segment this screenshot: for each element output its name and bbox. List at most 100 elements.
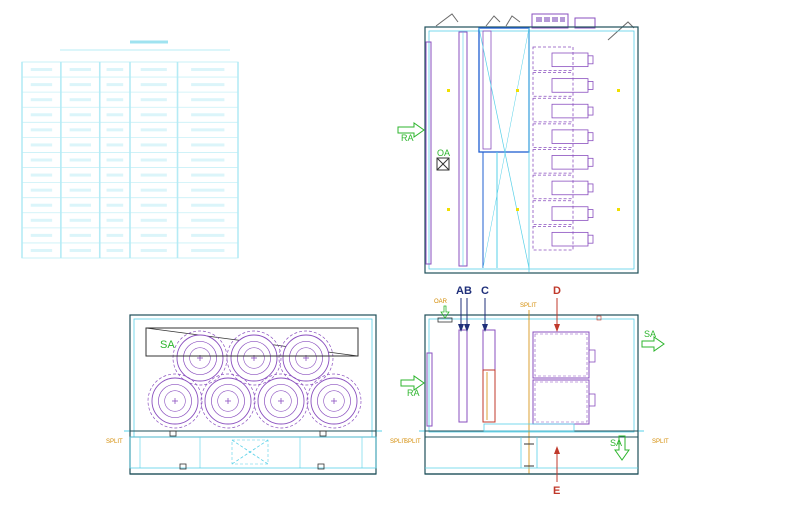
fan-inlet-ring xyxy=(237,341,271,375)
plan-view: OA RA xyxy=(397,13,639,274)
base-brace-box xyxy=(231,439,269,465)
table-cell-text xyxy=(140,143,167,147)
fan-inlet-ring xyxy=(211,384,245,418)
table-cell-text xyxy=(106,248,124,252)
section-view: OAR SPLIT SPLIT SPLIT RA SA xyxy=(400,285,669,497)
fan-motor xyxy=(587,183,594,193)
fan-module-lower-inner xyxy=(534,381,588,423)
fan-inlet-ring xyxy=(264,384,298,418)
sa-down-arrow-icon xyxy=(614,435,630,461)
table-grid xyxy=(21,61,239,259)
fan-module-inlet xyxy=(551,206,589,221)
anchor-plate xyxy=(179,463,187,470)
sa-duct-overlay xyxy=(145,327,359,357)
fan-hub-ring xyxy=(323,390,345,412)
access-marker xyxy=(596,315,602,321)
table-cell-text xyxy=(191,203,225,207)
table-cell-text xyxy=(69,98,92,102)
table-cell-text xyxy=(140,83,167,87)
fan-hub-ring xyxy=(217,390,239,412)
fan-module xyxy=(532,72,574,97)
table-cell-text xyxy=(191,233,225,237)
fan-module-inlet xyxy=(551,155,589,170)
table-cell-text xyxy=(191,173,225,177)
fan-inlet-ring xyxy=(158,384,192,418)
fan-motor xyxy=(587,157,594,167)
fan-module xyxy=(532,174,574,200)
table-cell-text xyxy=(69,68,92,72)
fan-module xyxy=(532,225,574,251)
split-label-elevation-left: SPLIT xyxy=(106,439,123,445)
table-cell-text xyxy=(191,98,225,102)
fan-hub-ring xyxy=(270,390,292,412)
sa-label-elevation: SA xyxy=(160,339,175,351)
fan-module-inlet xyxy=(551,103,589,119)
fan-hub-ring xyxy=(243,347,265,369)
table-cell-text xyxy=(191,143,225,147)
table-cell-text xyxy=(106,113,124,117)
sensor-dot xyxy=(516,89,519,92)
table-cell-text xyxy=(106,68,124,72)
base-section xyxy=(129,436,377,469)
section-casing-inner xyxy=(428,318,635,433)
table-cell-text xyxy=(106,83,124,87)
sensor-dot xyxy=(447,208,450,211)
table-cell-text xyxy=(106,203,124,207)
oa-damper-x xyxy=(436,157,450,171)
lifting-lug xyxy=(607,21,635,41)
fan-motor xyxy=(587,209,594,218)
sensor-dot xyxy=(617,89,620,92)
sensor-dot xyxy=(617,208,620,211)
lifting-lug xyxy=(435,13,459,27)
callout-d-arrow-icon xyxy=(554,324,560,332)
lifting-lug xyxy=(505,15,521,27)
fan-module-stack xyxy=(532,46,594,251)
anchor-plate xyxy=(317,463,325,470)
table-cell-text xyxy=(106,143,124,147)
table-cell-text xyxy=(69,173,92,177)
motor-upper xyxy=(588,349,596,363)
table-cell-text xyxy=(140,203,167,207)
fan-module xyxy=(532,149,574,174)
table-cell-text xyxy=(69,128,92,132)
fan-hub-ring xyxy=(164,390,186,412)
fan-motor xyxy=(587,132,594,142)
fan-motor xyxy=(587,106,594,116)
floor-plate xyxy=(483,423,575,432)
fan-inlet-ring xyxy=(317,384,351,418)
sensor-dot xyxy=(447,89,450,92)
oa-damper xyxy=(436,157,450,171)
callout-e: E xyxy=(553,485,560,497)
fan-module-inlet xyxy=(551,78,589,93)
return-damper-section xyxy=(426,352,433,427)
fan-module xyxy=(532,200,574,225)
fan-housing xyxy=(172,330,228,386)
fan-housing xyxy=(200,373,256,429)
table-cell-text xyxy=(106,188,124,192)
table-cell-text xyxy=(140,128,167,132)
fan-module-inlet xyxy=(551,52,589,68)
table-cell-text xyxy=(30,68,53,72)
split-label-elevation-right: SPLIT xyxy=(390,439,407,445)
anchor-plate xyxy=(169,430,177,437)
control-panel-module xyxy=(536,17,542,22)
fan-motor xyxy=(587,234,594,244)
sa-label-section-bottom: SA xyxy=(610,438,622,448)
table-cell-text xyxy=(140,158,167,162)
fan-module-upper xyxy=(532,331,590,379)
ra-arrow-icon xyxy=(397,122,425,138)
split-label-section-left: SPLIT xyxy=(404,439,421,445)
fan-hub-ring xyxy=(295,347,317,369)
table-cell-text xyxy=(191,188,225,192)
table-cell-text xyxy=(30,173,53,177)
table-cell-text xyxy=(140,188,167,192)
fan-inlet-ring xyxy=(183,341,217,375)
fan-housing xyxy=(278,330,334,386)
ra-arrow-icon xyxy=(400,375,425,391)
section-casing xyxy=(424,314,639,475)
filter-section xyxy=(458,329,468,423)
callout-ab-arrow-icon xyxy=(458,324,464,332)
table-cell-text xyxy=(69,218,92,222)
table-cell-text xyxy=(140,248,167,252)
